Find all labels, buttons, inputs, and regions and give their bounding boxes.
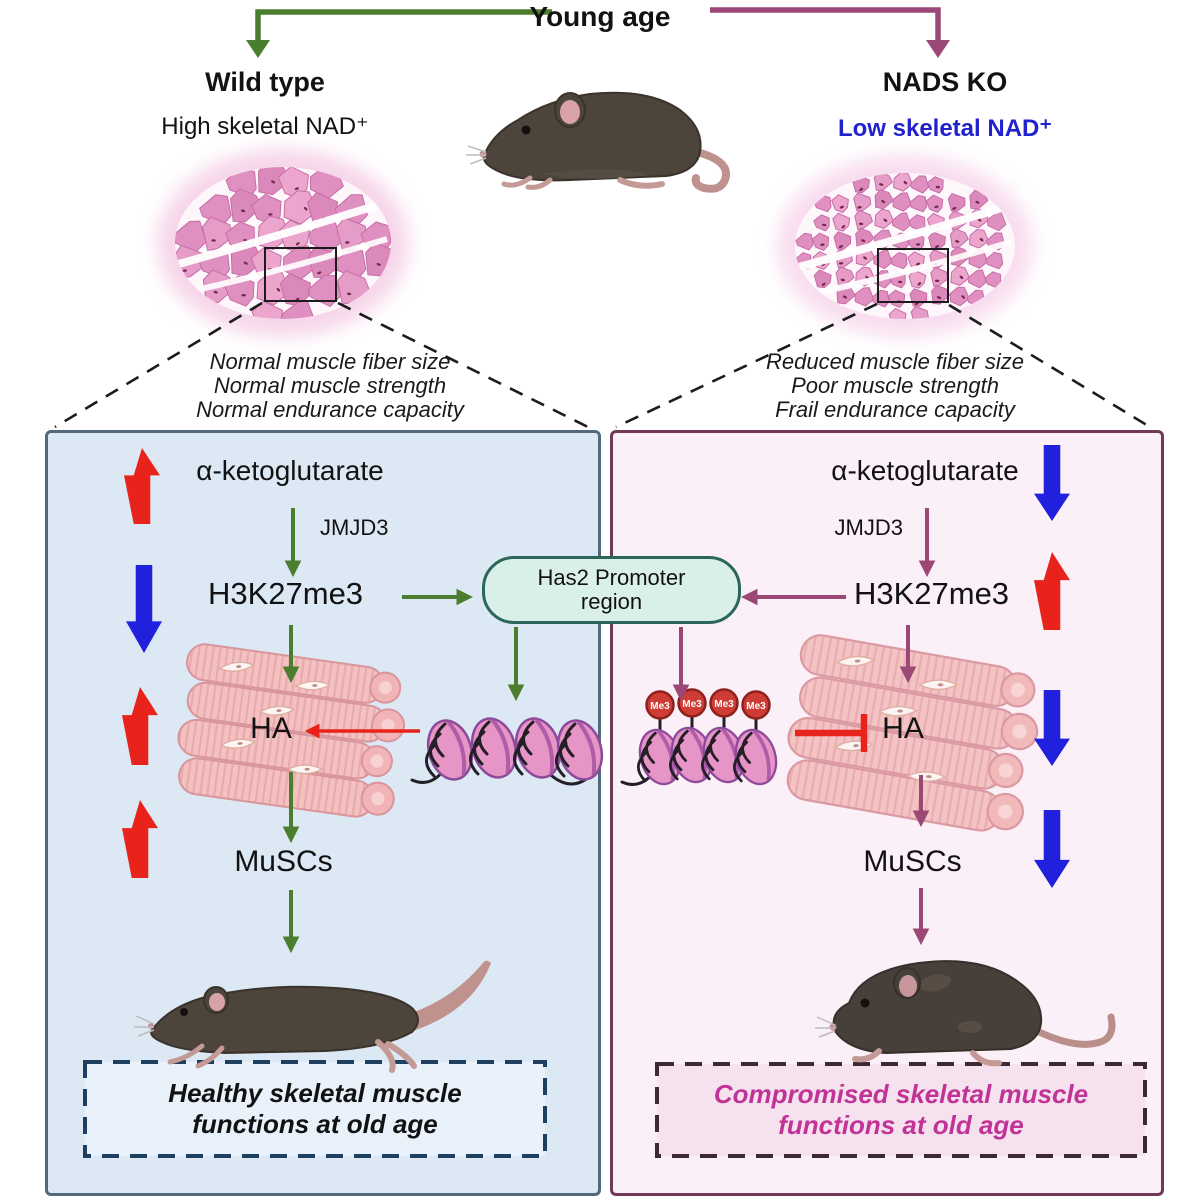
nads-ko-label: NADS KO bbox=[882, 67, 1008, 97]
caption-line: Normal endurance capacity bbox=[196, 397, 464, 422]
muscs-label-right: MuSCs bbox=[863, 845, 962, 878]
outcome-line: functions at old age bbox=[192, 1109, 438, 1139]
caption-line: Normal muscle fiber size bbox=[209, 349, 451, 374]
title-young-age: Young age bbox=[529, 1, 671, 32]
healthy-old-mouse-illustration bbox=[134, 960, 491, 1073]
outcome-right: Compromised skeletal muscle functions at… bbox=[657, 1064, 1145, 1156]
akg-label-right: α-ketoglutarate bbox=[831, 455, 1019, 486]
has2-promoter-box: Has2 Promoter region bbox=[482, 556, 741, 624]
mouse-eye bbox=[860, 998, 870, 1008]
has2-promoter-line2: region bbox=[580, 589, 643, 614]
outcome-left: Healthy skeletal muscle functions at old… bbox=[85, 1062, 545, 1156]
outcome-line: Compromised skeletal muscle bbox=[713, 1079, 1089, 1109]
outcome-line: Healthy skeletal muscle bbox=[168, 1078, 462, 1108]
high-nad-label: High skeletal NAD⁺ bbox=[161, 113, 369, 140]
mouse-tail bbox=[402, 960, 491, 1032]
young-mouse-illustration bbox=[466, 91, 731, 193]
mouse-eye bbox=[180, 1008, 188, 1016]
muscs-label-left: MuSCs bbox=[234, 845, 333, 878]
jmjd3-label-left: JMJD3 bbox=[320, 515, 389, 540]
ha-label-right: HA bbox=[882, 712, 924, 745]
ha-label-left: HA bbox=[250, 712, 292, 745]
outcome-line: functions at old age bbox=[778, 1110, 1024, 1140]
inset-rect-right bbox=[877, 248, 949, 303]
h3k27me3-label-left: H3K27me3 bbox=[207, 576, 364, 611]
tissue-caption-right: Reduced muscle fiber size Poor muscle st… bbox=[695, 350, 1095, 422]
has2-promoter-line1: Has2 Promoter bbox=[537, 565, 686, 590]
caption-line: Frail endurance capacity bbox=[775, 397, 1015, 422]
h3k27me3-label-right: H3K27me3 bbox=[853, 576, 1010, 611]
mouse-eye bbox=[521, 125, 531, 135]
akg-label-left: α-ketoglutarate bbox=[196, 455, 384, 486]
muscle-cross-section-right bbox=[777, 155, 1033, 337]
mouse-tail bbox=[1033, 1013, 1116, 1048]
low-nad-label: Low skeletal NAD⁺ bbox=[837, 115, 1053, 142]
mouse-tail bbox=[684, 146, 731, 193]
frail-old-mouse-illustration bbox=[815, 960, 1116, 1067]
wild-type-label: Wild type bbox=[205, 67, 325, 97]
caption-line: Reduced muscle fiber size bbox=[765, 349, 1024, 374]
tissue-caption-left: Normal muscle fiber size Normal muscle s… bbox=[130, 350, 530, 422]
caption-line: Normal muscle strength bbox=[213, 373, 447, 398]
caption-line: Poor muscle strength bbox=[791, 373, 999, 398]
jmjd3-label-right: JMJD3 bbox=[834, 515, 903, 540]
inset-rect-left bbox=[264, 247, 337, 302]
muscle-cross-section-left bbox=[157, 149, 409, 337]
